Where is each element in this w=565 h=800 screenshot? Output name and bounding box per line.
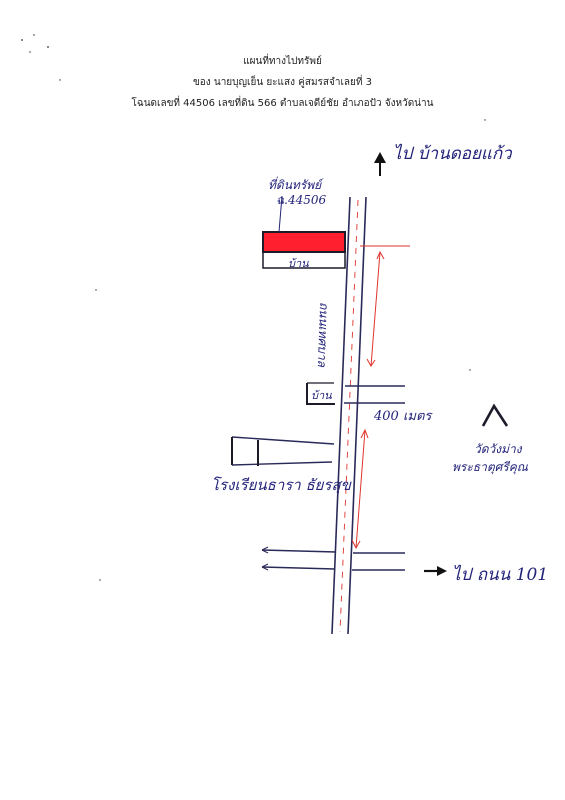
temple-icon	[481, 403, 509, 427]
side-road-east-2	[352, 552, 405, 571]
road-end-mark-1	[261, 546, 269, 554]
map-title: แผนที่ทางไปทรัพย์	[243, 56, 322, 67]
property-plot	[262, 231, 346, 253]
house-label-2: บ้าน	[311, 389, 332, 402]
school-label: โรงเรียนธารา ธัยรสุข	[211, 476, 351, 494]
temple-label-line1: วัดวังม่าง	[474, 442, 522, 456]
temple-label-line2: พระธาตุศรีคุณ	[452, 460, 528, 474]
deed-line: โฉนดเลขที่ 44506 เลขที่ดิน 566 ตำบลเจดีย…	[131, 98, 434, 109]
road-end-mark-2	[261, 563, 269, 571]
house-plot-2	[306, 382, 335, 405]
house-plot-1	[262, 251, 346, 269]
road-name-label: ถนนเทศบาล	[314, 301, 332, 368]
distance-label: 400 เมตร	[374, 409, 432, 424]
side-road-east-1	[344, 385, 405, 404]
road-centerline	[339, 199, 359, 633]
property-pointer	[278, 195, 283, 233]
side-road-west	[231, 436, 335, 466]
scan-specks	[21, 34, 486, 581]
to-east-label: ไป ถนน 101	[452, 565, 549, 585]
east-arrow	[424, 566, 447, 576]
property-label-line1: ที่ดินทรัพย์	[268, 178, 322, 192]
distance-marker	[351, 245, 410, 550]
to-north-label: ไป บ้านดอยแก้ว	[393, 144, 512, 164]
owner-line: ของ นายบุญเย็น ยะแสง คู่สมรสจำเลยที่ 3	[192, 77, 373, 88]
side-road-west-2	[261, 549, 337, 570]
property-label-line2: ฉ.44506	[276, 193, 327, 207]
north-arrow	[374, 152, 386, 176]
house-label-1: บ้าน	[288, 257, 309, 270]
main-road	[331, 196, 367, 635]
